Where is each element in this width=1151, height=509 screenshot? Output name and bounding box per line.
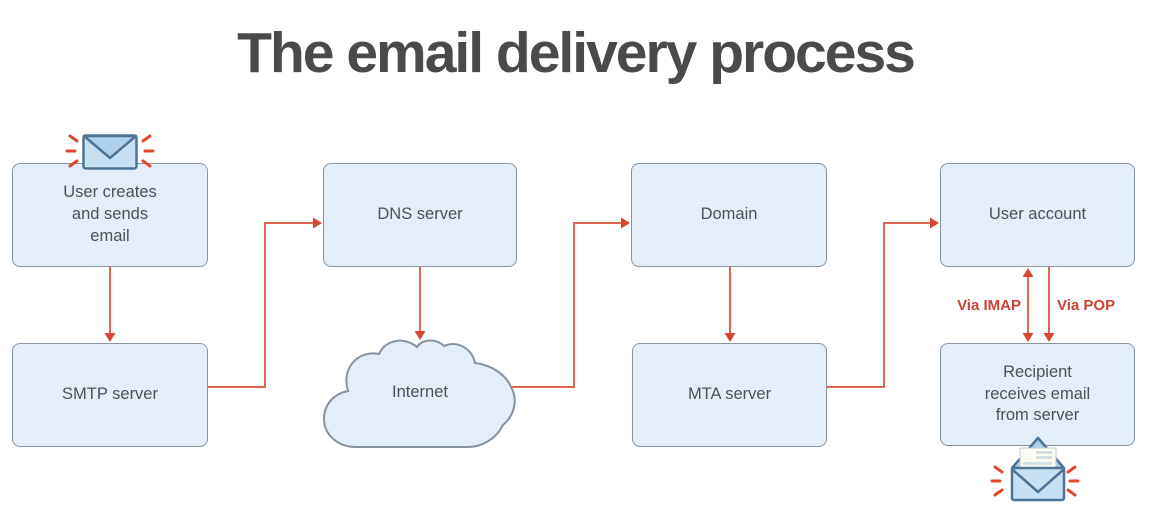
arrow-dns-to-internet bbox=[414, 267, 426, 340]
spark-right-icon bbox=[1066, 465, 1080, 497]
via-pop-label: Via POP bbox=[1057, 297, 1116, 314]
node-domain: Domain bbox=[631, 163, 827, 267]
letter-text-line bbox=[1023, 462, 1052, 465]
arrowhead-right-icon bbox=[621, 217, 630, 229]
arrow-smtp-to-dns bbox=[208, 217, 322, 388]
arrow-line bbox=[827, 222, 930, 388]
node-label: DNS server bbox=[377, 205, 463, 224]
node-internet: Internet bbox=[322, 335, 518, 449]
arrowhead-right-icon bbox=[313, 217, 322, 229]
node-user-creates-email: User creates and sends email bbox=[12, 163, 208, 267]
node-recipient: Recipient receives email from server bbox=[940, 343, 1135, 446]
node-label: User account bbox=[988, 205, 1087, 224]
arrowhead-down-icon bbox=[1022, 333, 1034, 342]
arrowhead-right-icon bbox=[930, 217, 939, 229]
arrow-mta-to-user-account bbox=[827, 217, 939, 388]
node-label: Recipient receives email from server bbox=[984, 362, 1091, 425]
arrow-line bbox=[496, 222, 621, 388]
letter-text-line bbox=[1036, 456, 1052, 459]
node-label: User creates and sends email bbox=[63, 183, 157, 245]
arrowhead-down-icon bbox=[1043, 333, 1055, 342]
arrow-user-to-smtp bbox=[104, 267, 116, 342]
arrow-domain-to-mta bbox=[724, 267, 736, 342]
node-user-account: User account bbox=[940, 163, 1135, 267]
node-label: MTA server bbox=[687, 385, 772, 404]
arrowhead-up-icon bbox=[1022, 268, 1034, 277]
envelope-body bbox=[1010, 466, 1066, 502]
arrowhead-down-icon bbox=[724, 333, 736, 342]
envelope-closed-icon bbox=[65, 134, 155, 170]
arrow-internet-to-domain bbox=[496, 217, 630, 388]
spark-left-icon bbox=[65, 134, 79, 168]
arrowhead-down-icon bbox=[104, 333, 116, 342]
node-label: Internet bbox=[392, 382, 448, 401]
node-label: Domain bbox=[700, 205, 758, 224]
node-label: SMTP server bbox=[62, 385, 158, 404]
spark-right-icon bbox=[141, 134, 155, 168]
spark-left-icon bbox=[990, 465, 1004, 497]
node-mta-server: MTA server bbox=[632, 343, 827, 447]
node-smtp-server: SMTP server bbox=[12, 343, 208, 447]
envelope-open-icon bbox=[990, 436, 1080, 502]
arrow-via-imap bbox=[1022, 268, 1034, 342]
arrow-via-pop bbox=[1043, 267, 1055, 342]
envelope-flap bbox=[82, 134, 138, 160]
node-dns-server: DNS server bbox=[323, 163, 517, 267]
arrowhead-down-icon bbox=[414, 331, 426, 340]
internet-cloud-icon bbox=[322, 339, 516, 448]
letter-text-line bbox=[1036, 451, 1052, 454]
envelope-fold bbox=[1012, 469, 1064, 494]
via-imap-label: Via IMAP bbox=[957, 297, 1021, 314]
page-title: The email delivery process bbox=[237, 21, 916, 85]
cloud-shape bbox=[322, 339, 516, 448]
arrow-line bbox=[208, 222, 313, 388]
